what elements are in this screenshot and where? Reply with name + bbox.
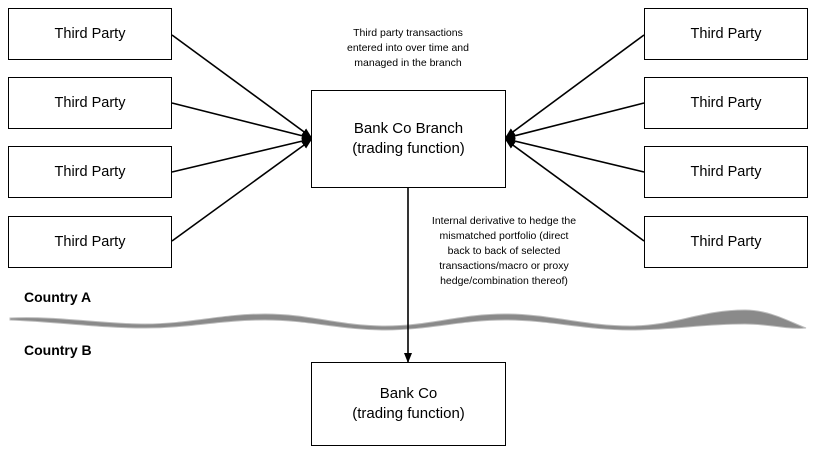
bank-title: Bank Co <box>379 385 438 402</box>
note-line: managed in the branch <box>354 57 462 69</box>
note-line: Third party transactions <box>353 27 463 39</box>
third-party-label: Third Party <box>54 26 126 42</box>
third-party-box-right-3: Third Party <box>644 146 808 198</box>
arrow-right-3 <box>505 137 645 173</box>
country-a-label: Country A <box>24 289 92 305</box>
internal-derivative-note: Internal derivative to hedge the mismatc… <box>414 214 594 289</box>
third-party-box-left-4: Third Party <box>8 216 172 268</box>
third-party-box-right-2: Third Party <box>644 77 808 129</box>
third-party-label: Third Party <box>690 164 762 180</box>
third-party-label: Third Party <box>54 95 126 111</box>
third-party-label: Third Party <box>54 234 126 250</box>
third-party-label: Third Party <box>690 234 762 250</box>
third-party-label: Third Party <box>54 164 126 180</box>
note-line: mismatched portfolio (direct <box>439 230 569 242</box>
arrow-right-1 <box>505 34 645 138</box>
note-line: Internal derivative to hedge the <box>431 215 577 227</box>
third-party-label: Third Party <box>690 26 762 42</box>
arrow-left-1 <box>171 34 312 138</box>
country-b-label: Country B <box>24 342 92 358</box>
arrow-left-4 <box>171 139 312 242</box>
branch-subtitle: (trading function) <box>352 140 465 157</box>
arrow-right-4 <box>505 139 645 242</box>
arrow-left-3 <box>171 137 312 173</box>
bank-co-box: Bank Co (trading function) <box>311 362 506 446</box>
third-party-transactions-note: Third party transactions entered into ov… <box>318 26 498 71</box>
third-party-box-right-1: Third Party <box>644 8 808 60</box>
third-party-box-left-1: Third Party <box>8 8 172 60</box>
third-party-label: Third Party <box>690 95 762 111</box>
bank-co-branch-box: Bank Co Branch (trading function) <box>311 90 506 188</box>
branch-title: Bank Co Branch <box>353 120 464 137</box>
note-line: entered into over time and <box>347 42 469 54</box>
third-party-box-left-2: Third Party <box>8 77 172 129</box>
note-line: hedge/combination thereof) <box>440 275 568 287</box>
third-party-box-right-4: Third Party <box>644 216 808 268</box>
third-party-box-left-3: Third Party <box>8 146 172 198</box>
arrow-left-2 <box>171 102 312 140</box>
bank-subtitle: (trading function) <box>352 405 465 422</box>
note-line: transactions/macro or proxy <box>439 260 569 272</box>
arrow-right-2 <box>505 102 645 140</box>
note-line: back to back of selected <box>447 245 561 257</box>
